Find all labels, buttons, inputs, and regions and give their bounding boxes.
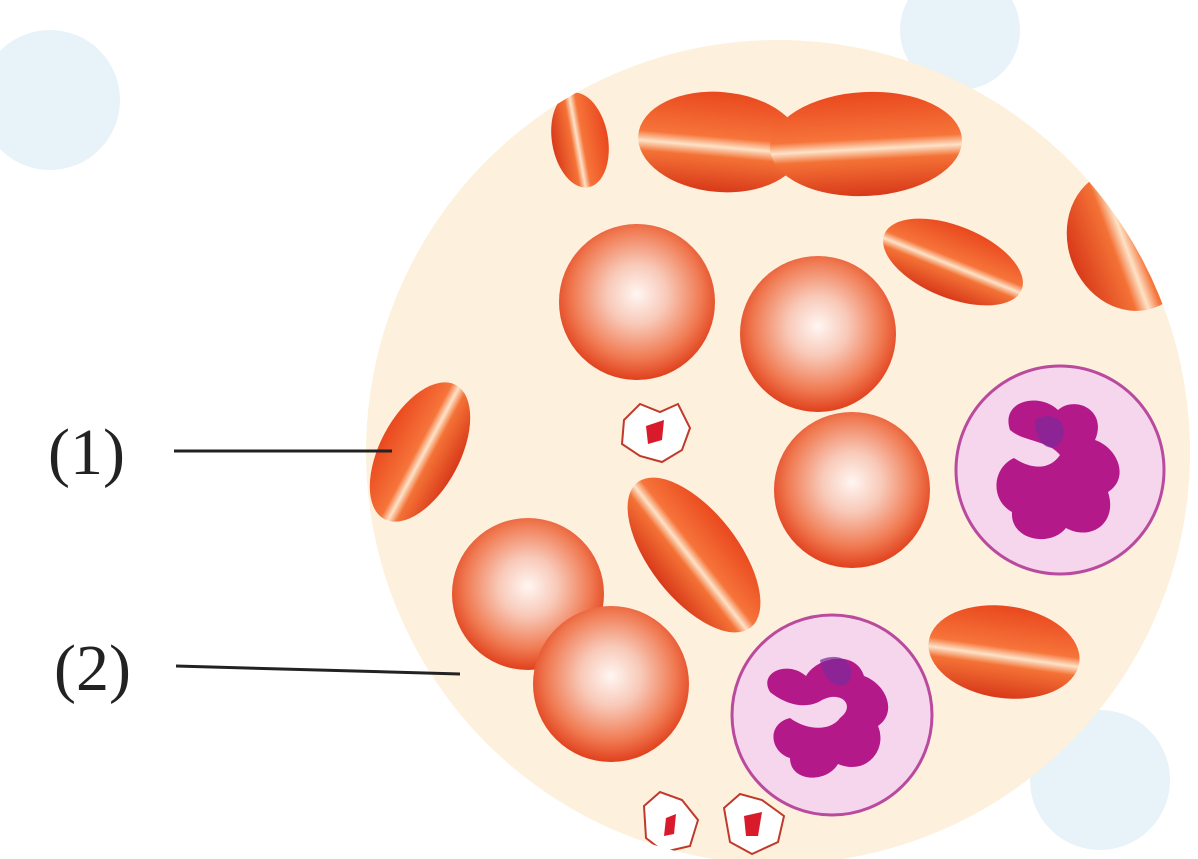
- erythrocyte-face-3: [774, 412, 930, 568]
- erythrocyte-face-2: [740, 256, 896, 412]
- leukocyte-bottom: [732, 615, 932, 815]
- erythrocyte-face-1: [559, 224, 715, 380]
- leukocyte-right: [956, 366, 1164, 574]
- label-1: (1): [48, 416, 125, 489]
- label-2: (2): [54, 632, 131, 705]
- label-2-leader-line: [176, 666, 460, 674]
- erythrocyte-face-5: [533, 606, 689, 762]
